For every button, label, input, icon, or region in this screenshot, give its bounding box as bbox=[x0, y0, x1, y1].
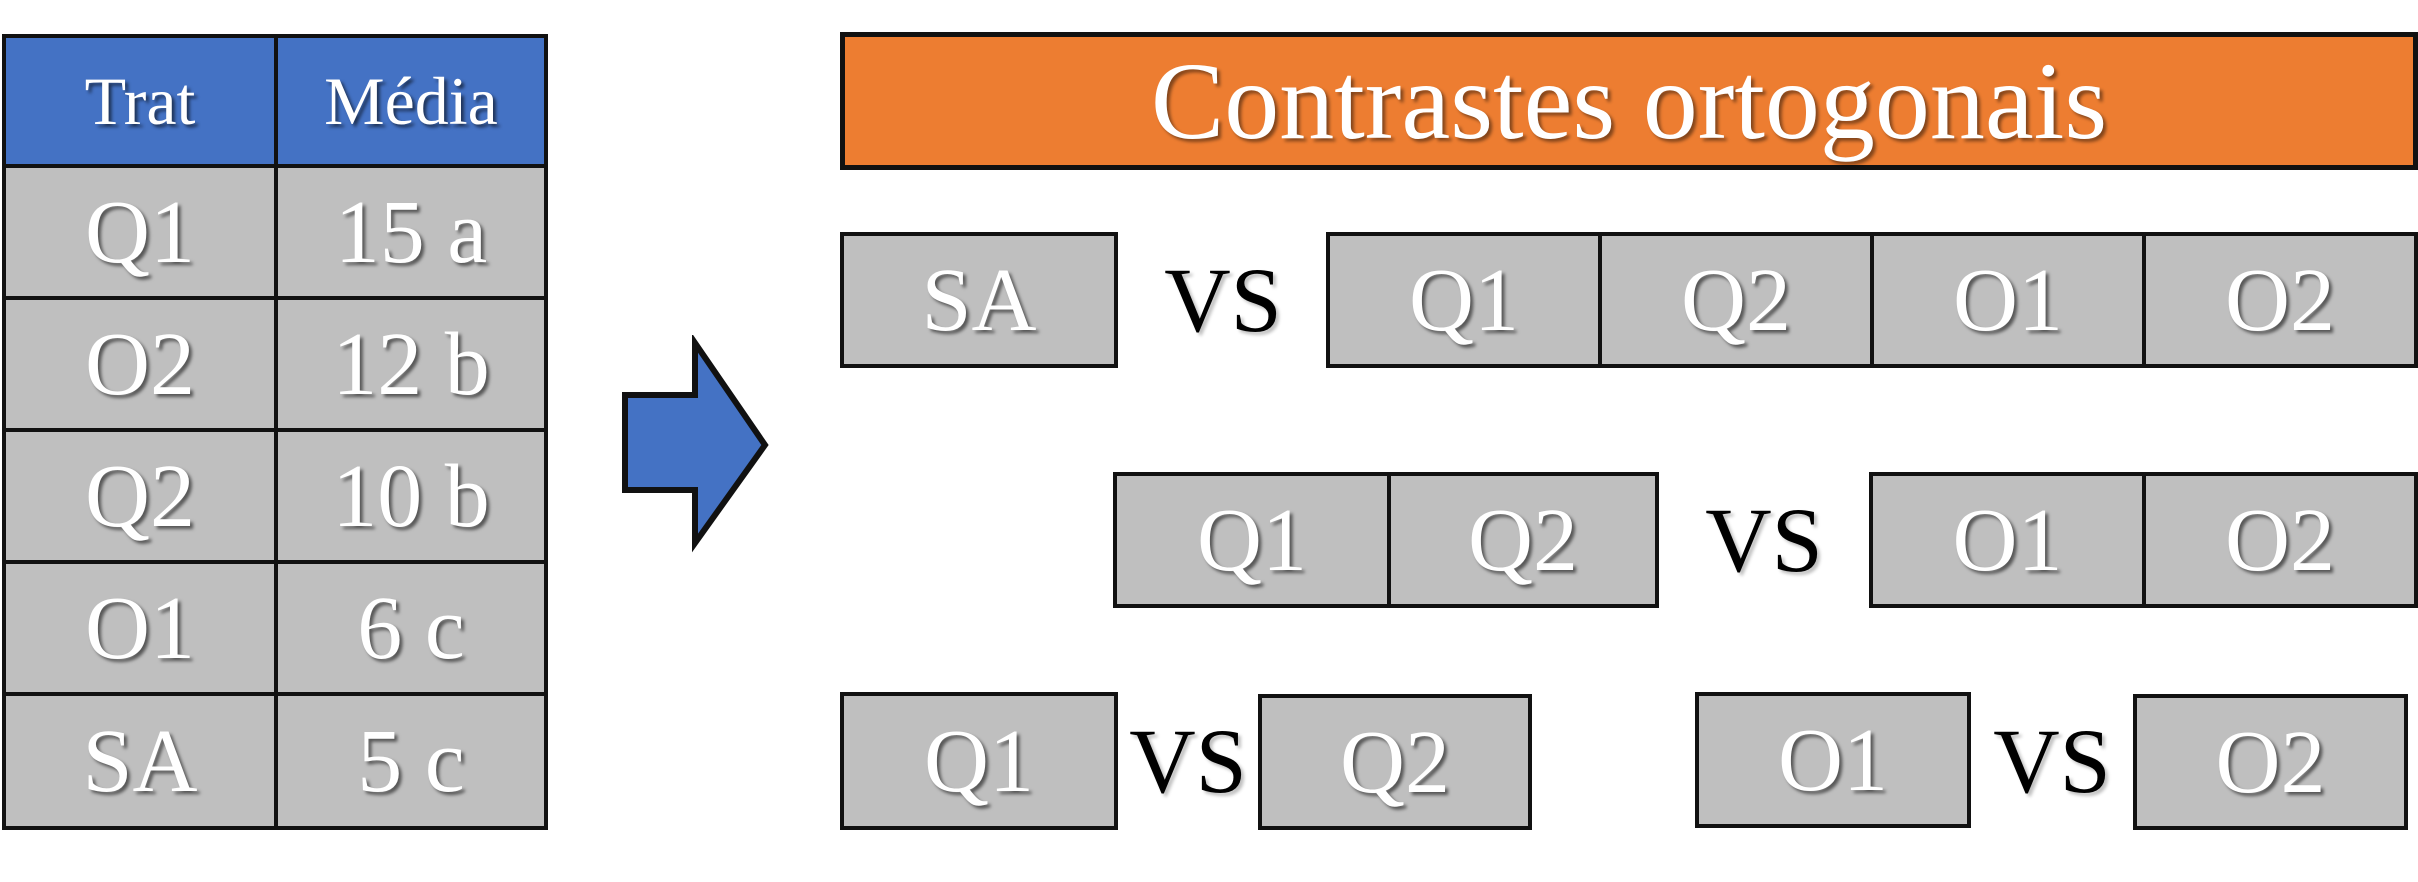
table-cell-trat: Q2 bbox=[2, 428, 278, 564]
table-cell-trat: SA bbox=[2, 692, 278, 830]
contrast-box: O2 bbox=[2142, 472, 2418, 608]
vs-label: VS bbox=[1129, 710, 1247, 812]
table-cell-trat: O1 bbox=[2, 560, 278, 696]
table-cell-media: 6 c bbox=[274, 560, 548, 696]
table-cell-trat: Q1 bbox=[2, 164, 278, 300]
contrast-box: Q1 bbox=[840, 692, 1118, 830]
contrast-box: Q2 bbox=[1258, 694, 1532, 830]
contrast-box: O2 bbox=[2133, 694, 2408, 830]
table-header-trat: Trat bbox=[2, 34, 278, 168]
contrast-box: O1 bbox=[1869, 472, 2146, 608]
table-cell-trat: O2 bbox=[2, 296, 278, 432]
contrast-box: O1 bbox=[1870, 232, 2146, 368]
vs-label: VS bbox=[1164, 249, 1282, 351]
contrast-box: O2 bbox=[2142, 232, 2418, 368]
contrast-box: Q2 bbox=[1387, 472, 1659, 608]
contrast-box: Q1 bbox=[1113, 472, 1391, 608]
vs-label: VS bbox=[1705, 489, 1823, 591]
vs-label: VS bbox=[1993, 710, 2111, 812]
contrast-box: Q2 bbox=[1598, 232, 1874, 368]
table-cell-media: 12 b bbox=[274, 296, 548, 432]
table-cell-media: 5 c bbox=[274, 692, 548, 830]
table-cell-media: 15 a bbox=[274, 164, 548, 300]
contrast-box: Q1 bbox=[1326, 232, 1602, 368]
contrast-box: O1 bbox=[1695, 692, 1971, 828]
contrast-box: SA bbox=[840, 232, 1118, 368]
table-header-media: Média bbox=[274, 34, 548, 168]
right-arrow-icon bbox=[622, 335, 769, 553]
contrasts-title: Contrastes ortogonais bbox=[840, 32, 2418, 170]
table-cell-media: 10 b bbox=[274, 428, 548, 564]
